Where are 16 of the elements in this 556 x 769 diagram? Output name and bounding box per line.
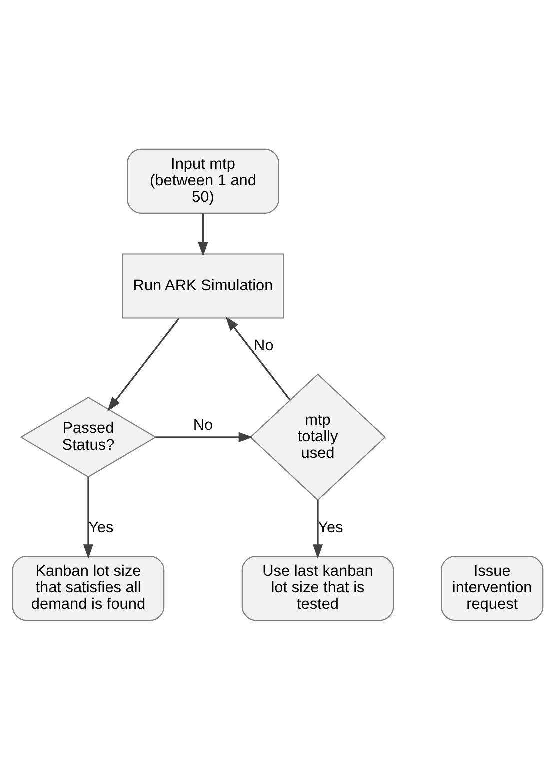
- node-diamond: mtp totally used: [250, 373, 386, 501]
- node-box: Kanban lot size that satisfies all demand is found: [12, 556, 165, 621]
- arrow: [156, 432, 254, 442]
- edge-label: Yes: [318, 519, 344, 536]
- node-box: Run ARK Simulation: [122, 253, 284, 318]
- node-box: Use last kanban lot size that is tested: [242, 556, 394, 621]
- arrow: [83, 476, 94, 558]
- arrow: [312, 500, 324, 559]
- arrow: [226, 316, 291, 400]
- edge-label: No: [193, 416, 214, 434]
- node-box: Input mtp (between 1 and 50): [127, 148, 280, 214]
- arrow: [108, 318, 180, 412]
- edge-label: Yes: [88, 519, 114, 536]
- node-box: Issue intervention request: [441, 556, 544, 621]
- edge-label: No: [254, 336, 274, 354]
- arrow: [198, 213, 208, 256]
